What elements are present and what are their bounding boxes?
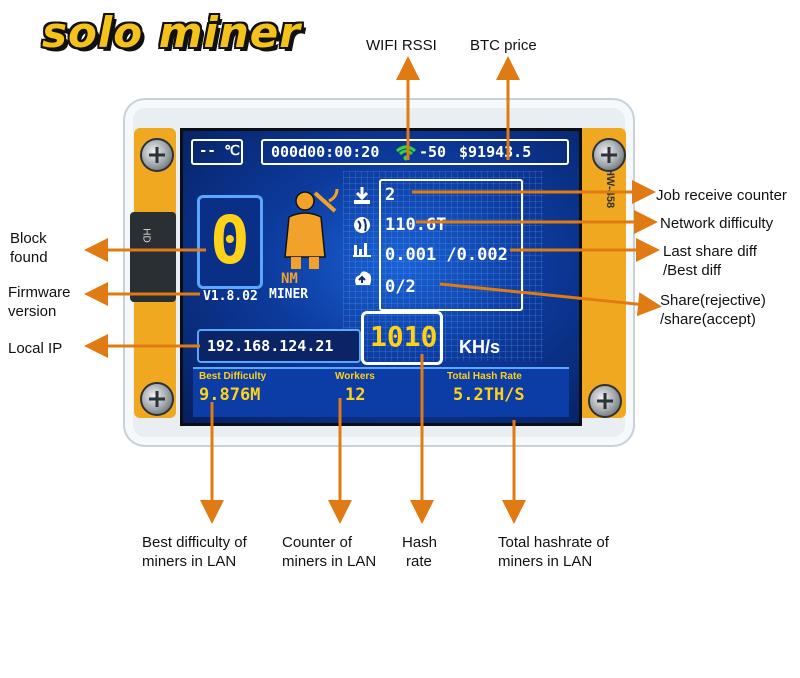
label-block-found-2: found bbox=[10, 249, 48, 266]
uptime: 000d00:00:20 bbox=[271, 143, 380, 161]
workers-value: 12 bbox=[345, 385, 366, 405]
hash-rate-value: 1010 bbox=[370, 320, 438, 353]
workers-label: Workers bbox=[335, 371, 375, 382]
bar-chart-icon bbox=[353, 243, 371, 257]
shares: 0/2 bbox=[385, 277, 416, 297]
label-total-hash-lan-1: Total hashrate of bbox=[498, 534, 609, 551]
job-counter: 2 bbox=[385, 185, 396, 205]
lcd-screen: -- ℃ 000d00:00:20 -50 $91943.5 0 V1.8.02… bbox=[180, 128, 582, 426]
download-icon bbox=[354, 187, 370, 204]
label-counter-lan-1: Counter of bbox=[282, 534, 353, 551]
wifi-rssi-value: -50 bbox=[419, 143, 447, 161]
label-shares-1: Share(rejective) bbox=[660, 292, 766, 309]
logo-initials: NM bbox=[281, 271, 298, 287]
label-firmware-1: Firmware bbox=[8, 284, 71, 301]
globe-icon bbox=[354, 217, 370, 233]
label-counter-lan-2: miners in LAN bbox=[282, 553, 377, 570]
hash-rate-box: 1010 bbox=[361, 311, 443, 365]
bottom-stats-bar: Best Difficulty 9.876M Workers 12 Total … bbox=[193, 367, 569, 417]
logo-text: MINER bbox=[269, 287, 309, 302]
screw-bottom-left bbox=[140, 382, 174, 416]
best-difficulty-value: 9.876M bbox=[199, 385, 261, 405]
total-hash-label: Total Hash Rate bbox=[447, 371, 522, 382]
label-firmware-2: version bbox=[8, 303, 57, 320]
hash-unit: KH/s bbox=[459, 337, 501, 357]
label-share-diff-2: /Best diff bbox=[663, 262, 722, 279]
label-network-difficulty: Network difficulty bbox=[660, 215, 774, 232]
share-diff: 0.001 /0.002 bbox=[385, 245, 508, 265]
label-btc-price: BTC price bbox=[470, 37, 537, 54]
label-best-diff-lan-2: miners in LAN bbox=[142, 553, 237, 570]
board-right-edge bbox=[578, 128, 626, 418]
temperature: -- ℃ bbox=[199, 143, 241, 159]
info-box: 2 110.6T 0.001 /0.002 0/2 bbox=[379, 179, 523, 311]
label-best-diff-lan-1: Best difficulty of bbox=[142, 534, 247, 551]
info-icons-column bbox=[353, 187, 372, 285]
screw-top-left bbox=[140, 138, 174, 172]
label-hash-rate-1: Hash bbox=[402, 534, 438, 551]
label-shares-2: /share(accept) bbox=[660, 311, 756, 328]
label-total-hash-lan-2: miners in LAN bbox=[498, 553, 593, 570]
label-block-found-1: Block bbox=[10, 230, 47, 247]
block-found-value: 0 bbox=[210, 202, 250, 279]
temp-box: -- ℃ bbox=[191, 139, 243, 165]
screw-bottom-right bbox=[588, 384, 622, 418]
label-job-counter: Job receive counter bbox=[656, 187, 787, 204]
local-ip-box: 192.168.124.21 bbox=[197, 329, 361, 363]
connector-block bbox=[130, 212, 176, 302]
label-hash-rate-2: rate bbox=[406, 553, 432, 570]
screw-top-right bbox=[592, 138, 626, 172]
block-found-box: 0 bbox=[197, 195, 263, 289]
world-map-grid bbox=[343, 171, 543, 361]
best-difficulty-label: Best Difficulty bbox=[199, 371, 267, 382]
cloud-upload-icon bbox=[355, 271, 372, 285]
status-bar: -- ℃ 000d00:00:20 -50 $91943.5 bbox=[191, 137, 571, 165]
arrow-shares bbox=[439, 282, 662, 317]
label-wifi-rssi: WIFI RSSI bbox=[366, 37, 437, 54]
label-local-ip: Local IP bbox=[8, 340, 63, 357]
miner-figure-icon bbox=[284, 188, 339, 269]
btc-price-value: $91943.5 bbox=[459, 143, 532, 161]
network-difficulty: 110.6T bbox=[385, 215, 447, 235]
status-box: 000d00:00:20 -50 $91943.5 bbox=[261, 139, 569, 165]
total-hash-value: 5.2TH/S bbox=[453, 385, 525, 405]
label-share-diff-1: Last share diff bbox=[663, 243, 757, 260]
title-solo-miner: solo miner bbox=[42, 8, 301, 57]
firmware-version: V1.8.02 bbox=[203, 289, 258, 304]
local-ip-value: 192.168.124.21 bbox=[207, 337, 334, 355]
